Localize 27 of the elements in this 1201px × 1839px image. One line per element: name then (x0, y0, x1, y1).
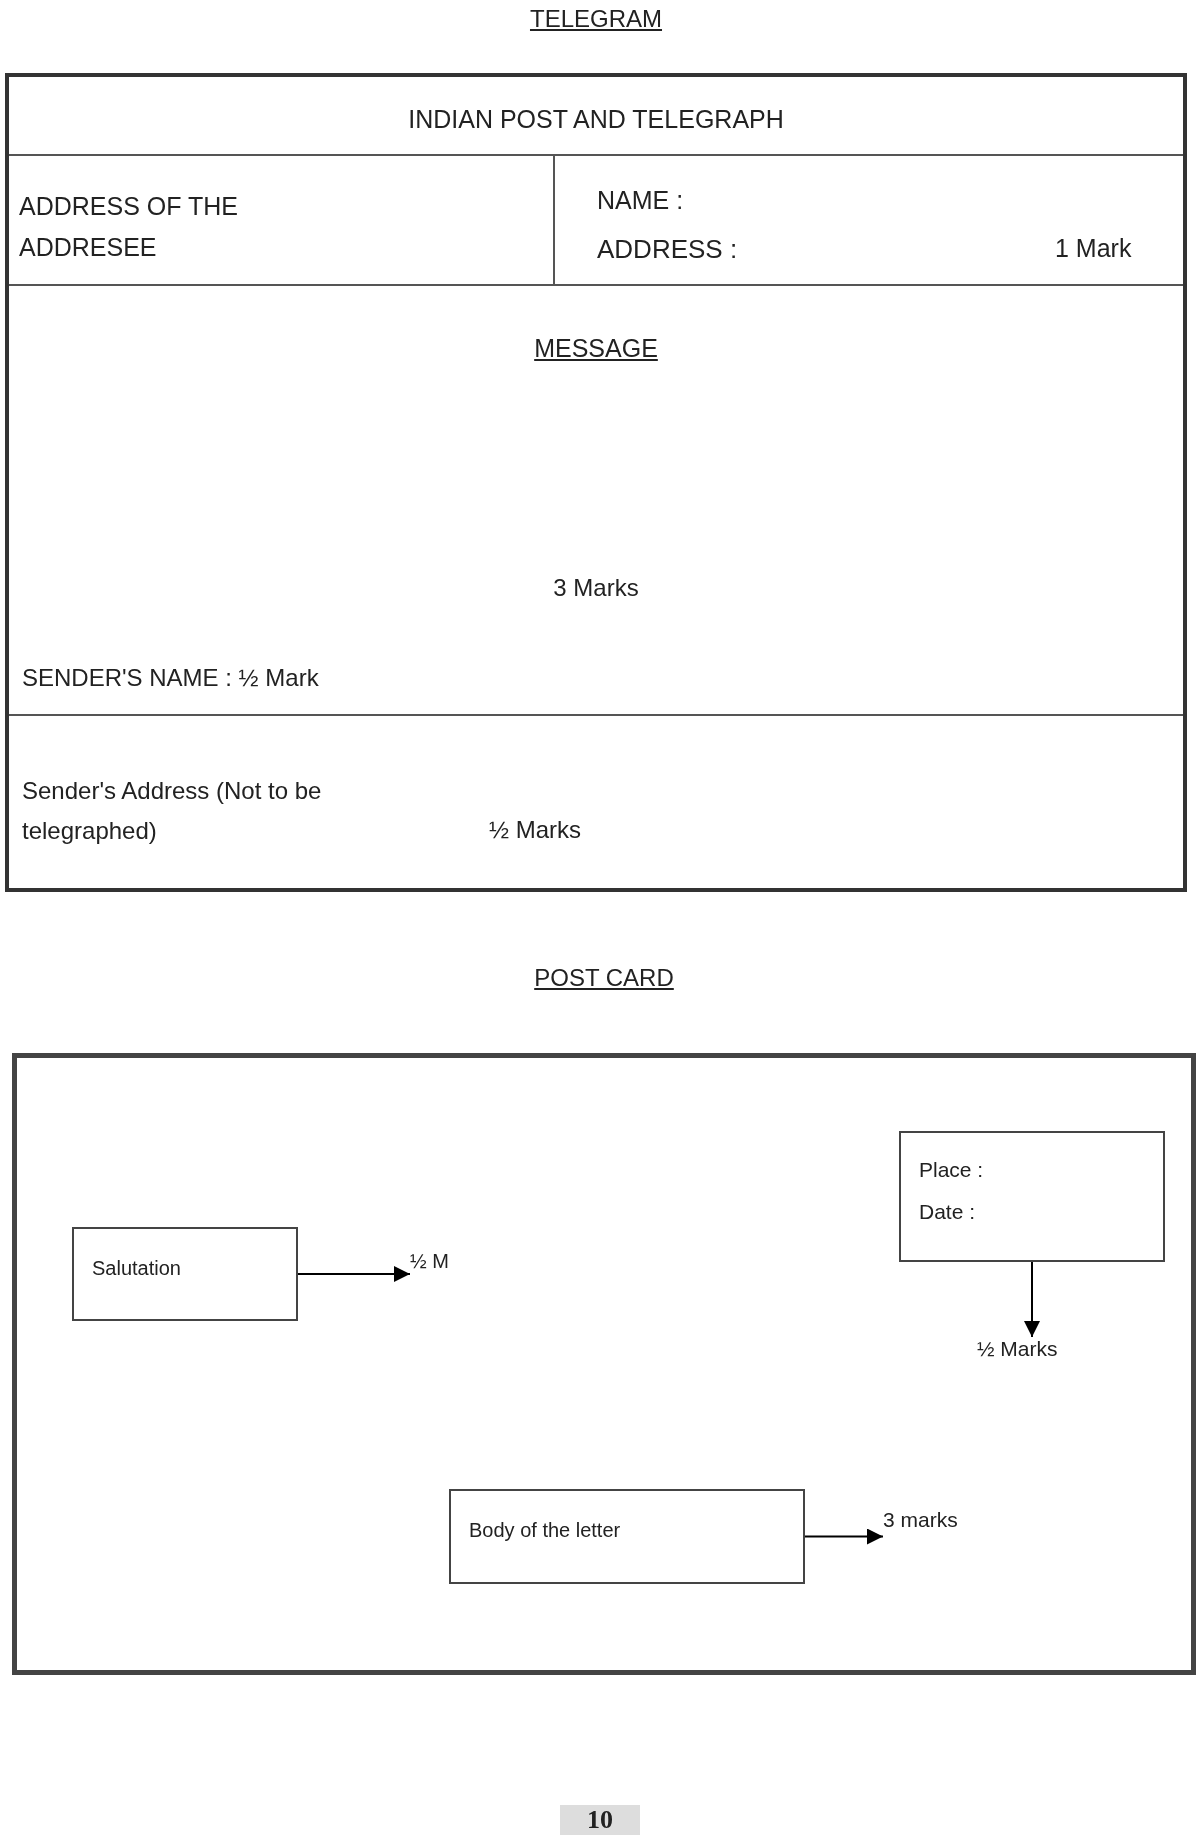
mark-text: 3 marks (883, 1508, 958, 1531)
section-heading: POST CARD (534, 963, 674, 993)
page-number: 10 (560, 1805, 640, 1835)
field-label: ADDRESS OF THE ADDRESEE (19, 191, 240, 264)
form-heading: INDIAN POST AND TELEGRAPH (407, 104, 785, 135)
process-box (449, 1489, 805, 1584)
mark-text: 3 Marks (552, 573, 640, 603)
field-label: Sender's Address (Not to be telegraphed) (22, 776, 323, 846)
process-box (899, 1131, 1165, 1262)
box-text: Salutation (92, 1257, 181, 1280)
form-cell (9, 156, 555, 286)
arrow (804, 1528, 884, 1545)
arrow (297, 1266, 411, 1282)
mark-text: ½ Marks (977, 1337, 1058, 1360)
field-label: NAME : (597, 186, 684, 215)
section-heading: TELEGRAM (530, 4, 662, 34)
process-box (72, 1227, 298, 1321)
mark-text: 1 Mark (1055, 234, 1132, 263)
box-text: Body of the letter (469, 1519, 621, 1542)
mark-text: ½ Marks (489, 816, 581, 844)
box-text: Date : (919, 1200, 976, 1224)
box-text: Place : (919, 1158, 984, 1182)
section-heading: MESSAGE (534, 333, 658, 364)
field-label: SENDER'S NAME : ½ Mark (22, 664, 319, 692)
mark-text: ½ M (410, 1250, 449, 1272)
arrow (1024, 1261, 1040, 1338)
field-label: ADDRESS : (597, 234, 738, 265)
